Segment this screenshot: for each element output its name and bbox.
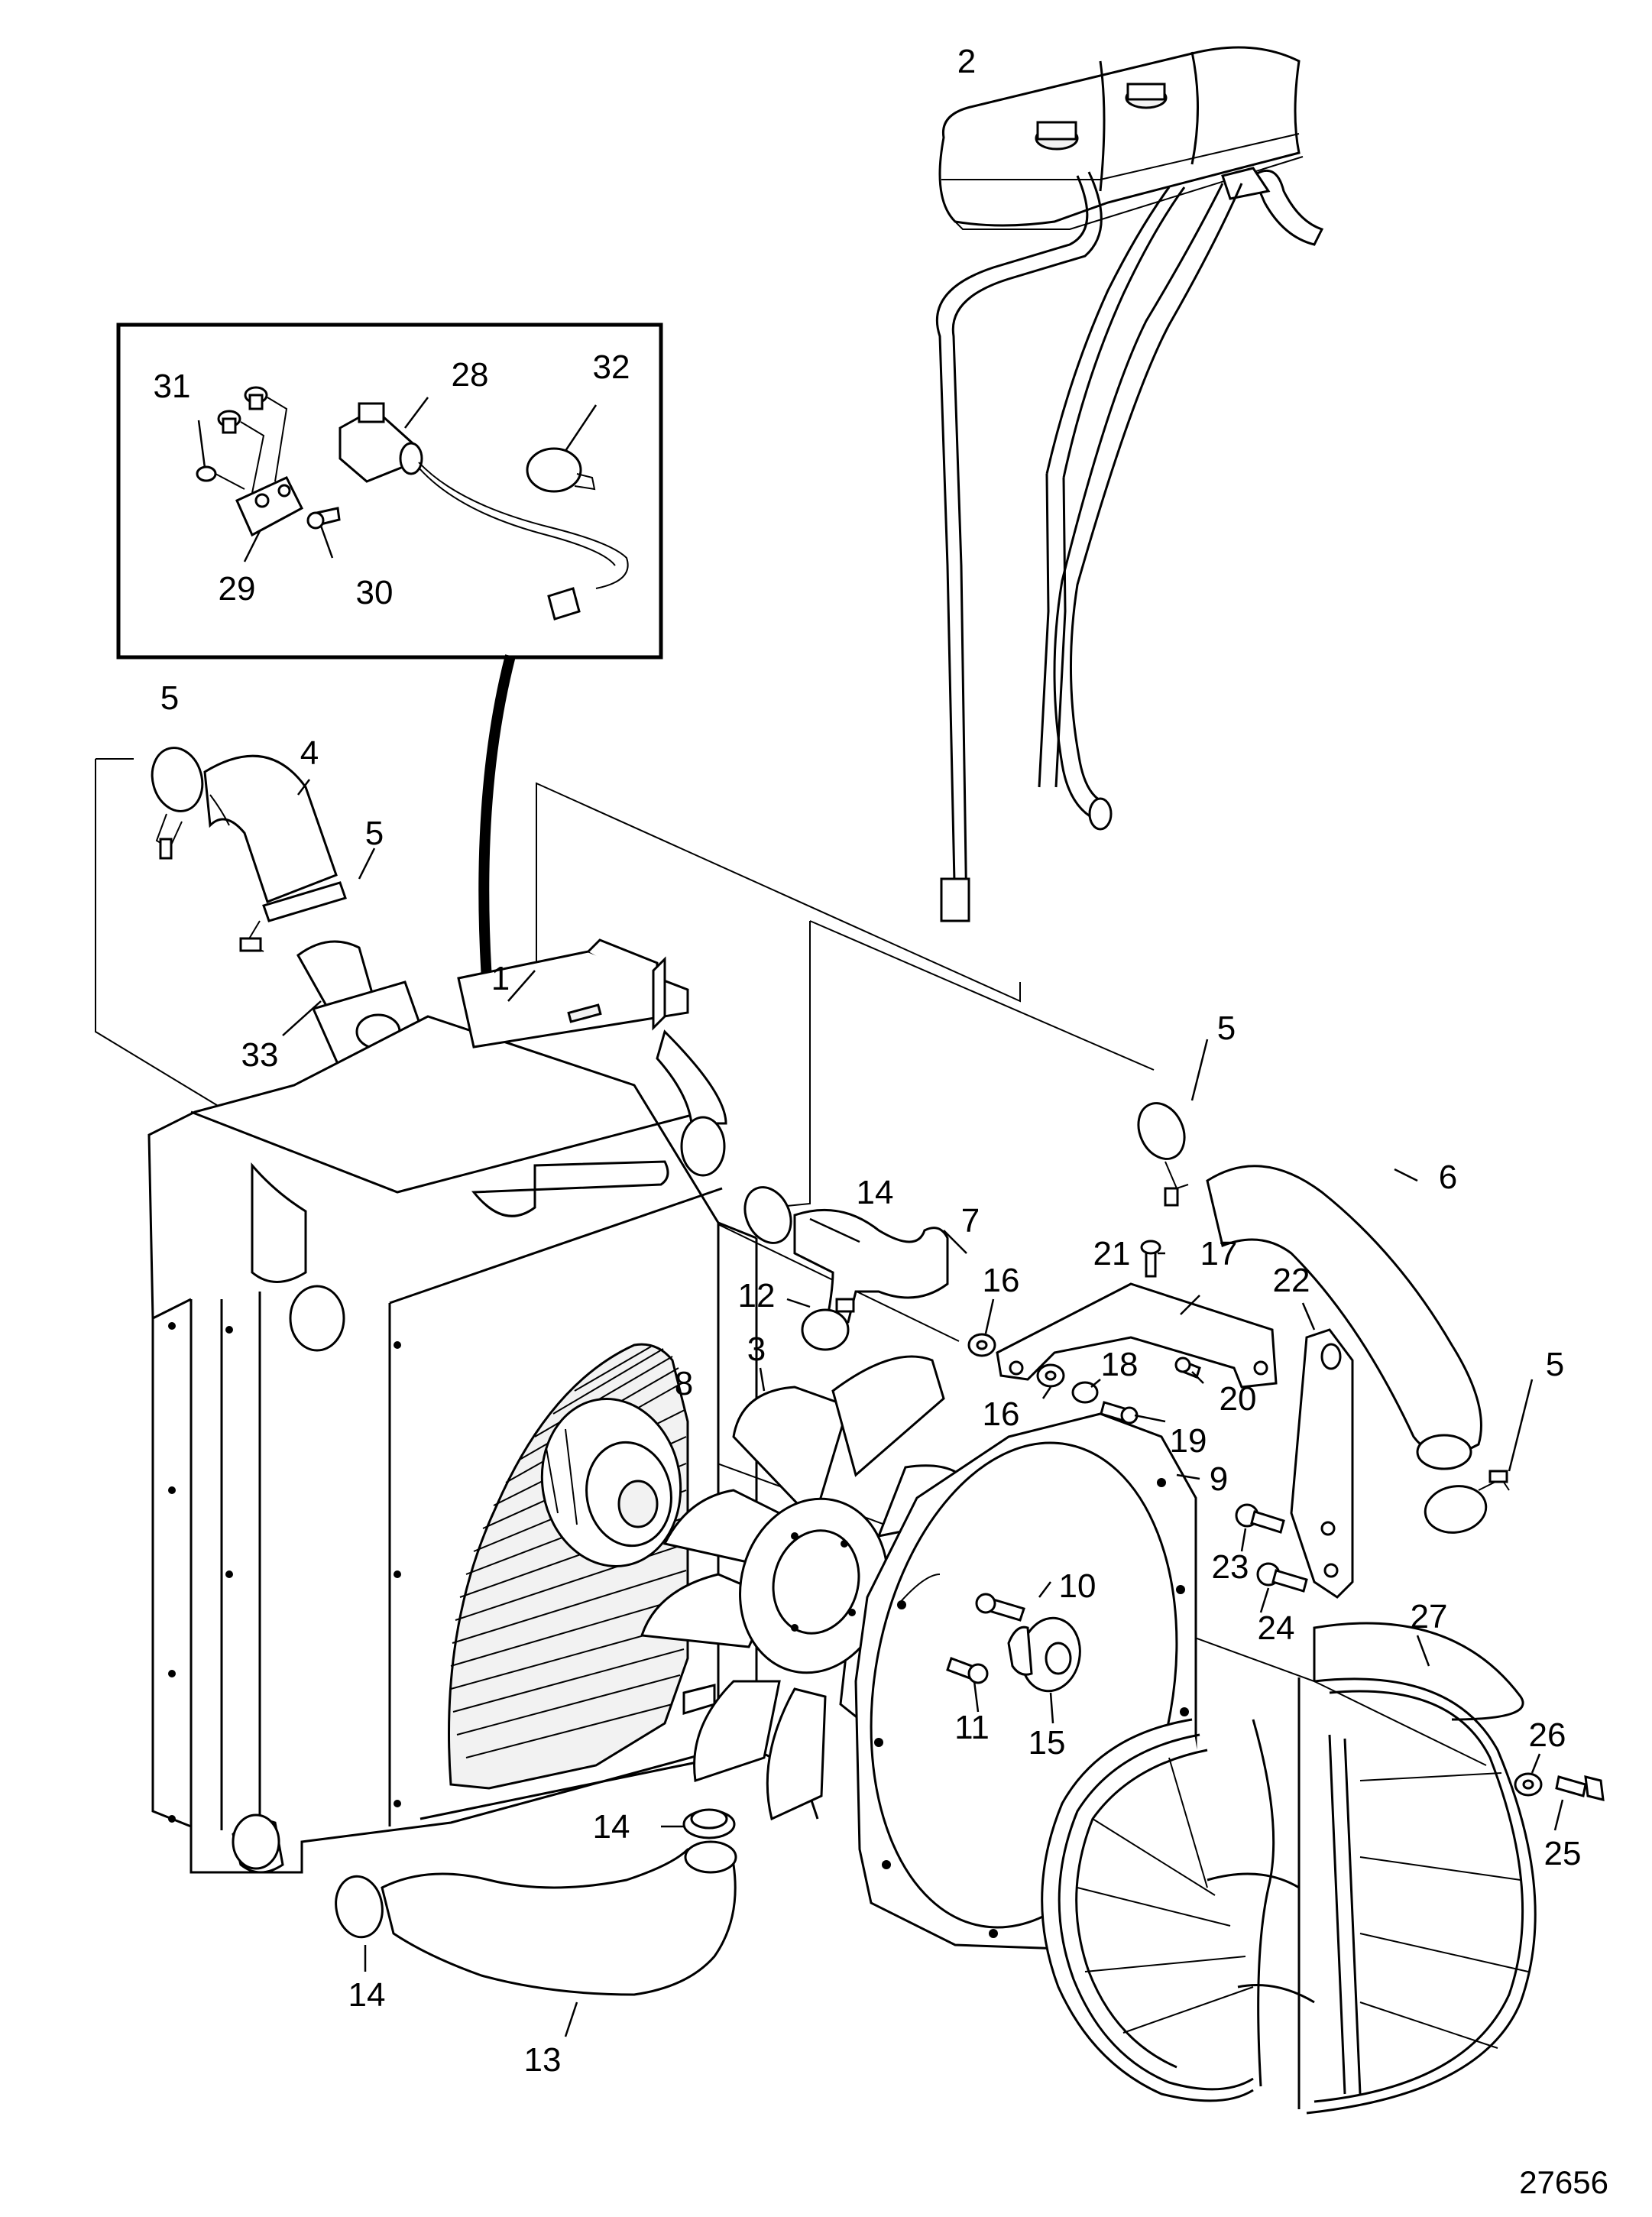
sensor-bolt-29-bracket (235, 476, 303, 537)
label-11: 11 (954, 1709, 990, 1746)
reference-number: 27656 (1519, 2164, 1608, 2200)
label-16b: 16 (983, 1395, 1020, 1433)
label-4: 4 (300, 734, 319, 772)
label-7: 7 (961, 1202, 980, 1240)
label-2: 2 (957, 43, 976, 80)
label-8: 8 (675, 1365, 693, 1402)
hose-6 (1206, 1165, 1482, 1470)
clamp-5-top-left (151, 747, 204, 860)
clamp-14-bottom-left (335, 1875, 384, 1939)
label-21: 21 (1093, 1235, 1131, 1272)
lower-hose-13 (381, 1840, 737, 1996)
bolt-21 (1140, 1240, 1161, 1278)
label-14c: 14 (348, 1976, 386, 2014)
flange-15 (1007, 1616, 1081, 1693)
bolt-10 (975, 1593, 1025, 1622)
bolt-25 (1555, 1775, 1605, 1801)
part-labels: 1 2 3 4 5 5 5 5 6 7 8 9 10 11 12 13 14 1… (154, 43, 1608, 2200)
label-20: 20 (1220, 1380, 1257, 1418)
label-16a: 16 (983, 1262, 1020, 1299)
fan-hub-8 (540, 1398, 682, 1567)
fan-guard-27 (1041, 1622, 1537, 2115)
label-25: 25 (1544, 1835, 1582, 1872)
bolts-small (196, 386, 288, 494)
label-6: 6 (1439, 1159, 1457, 1196)
label-29: 29 (219, 570, 256, 608)
label-14a: 14 (857, 1174, 894, 1211)
bolt-20 (1174, 1356, 1201, 1379)
label-31: 31 (154, 368, 191, 405)
upper-hose-4 (203, 754, 338, 903)
label-23: 23 (1212, 1548, 1249, 1586)
label-9: 9 (1210, 1460, 1228, 1498)
label-17: 17 (1200, 1235, 1238, 1272)
clamp-32 (526, 447, 596, 493)
label-5b: 5 (365, 815, 384, 852)
label-5a: 5 (160, 679, 179, 717)
plate-22 (1290, 1328, 1354, 1599)
label-30: 30 (356, 574, 394, 611)
clamp-5-upper-right (239, 881, 347, 952)
bolt-30 (306, 507, 341, 530)
label-33: 33 (241, 1036, 279, 1074)
clamp-5-lower-right (1424, 1470, 1510, 1534)
temperature-sensor-28 (338, 402, 629, 621)
label-27: 27 (1411, 1598, 1448, 1635)
sensor-detail-inset (116, 323, 663, 660)
washer-18 (1071, 1381, 1099, 1404)
label-5d: 5 (1546, 1346, 1564, 1383)
label-3: 3 (747, 1331, 766, 1368)
bolt-11 (946, 1657, 989, 1684)
label-19: 19 (1170, 1422, 1207, 1460)
washer-26 (1514, 1772, 1543, 1797)
bolt-19 (1100, 1401, 1139, 1425)
label-32: 32 (593, 348, 630, 386)
label-15: 15 (1028, 1724, 1066, 1762)
expansion-tank-hoses (935, 171, 1243, 922)
clamp-14-bottom-mid (682, 1808, 736, 1839)
label-12: 12 (738, 1277, 776, 1314)
label-24: 24 (1258, 1609, 1295, 1647)
label-18: 18 (1101, 1346, 1139, 1383)
label-28: 28 (452, 356, 489, 394)
label-1: 1 (491, 960, 510, 997)
label-22: 22 (1273, 1262, 1310, 1299)
label-5c: 5 (1217, 1010, 1236, 1047)
bracket-17 (996, 1282, 1278, 1389)
label-13: 13 (524, 2041, 562, 2079)
label-14b: 14 (593, 1808, 630, 1846)
bolt-23 (1235, 1503, 1285, 1534)
bolt-24 (1256, 1562, 1308, 1593)
clamp-12 (801, 1298, 855, 1351)
radiator (147, 938, 819, 1874)
washers-16 (967, 1333, 1065, 1388)
hose-7 (793, 1208, 949, 1332)
label-26: 26 (1529, 1716, 1566, 1754)
clamp-5-mid (1137, 1102, 1189, 1207)
label-10: 10 (1059, 1567, 1096, 1605)
clamp-14-top (743, 1186, 792, 1244)
expansion-tank (938, 46, 1324, 246)
